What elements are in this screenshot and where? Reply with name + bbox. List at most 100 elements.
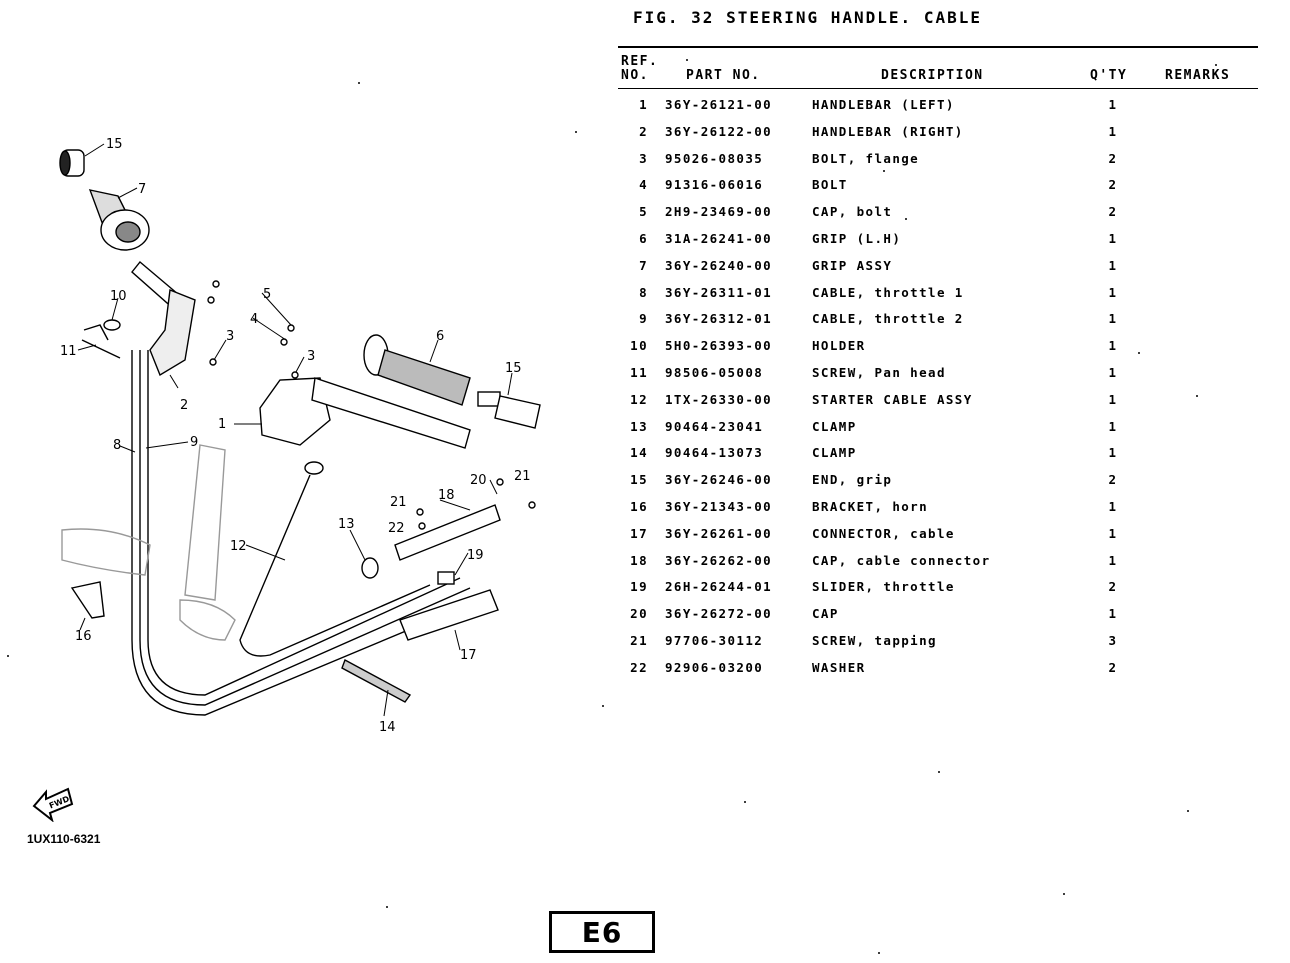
description: END, grip bbox=[812, 472, 893, 488]
table-row: 18 36Y-26262-00 CAP, cable connector 1 bbox=[618, 547, 1258, 574]
ref-no: 22 bbox=[630, 659, 648, 675]
description: GRIP (L.H) bbox=[812, 230, 902, 246]
quantity: 1 bbox=[1108, 498, 1118, 514]
table-row: 13 90464-23041 CLAMP 1 bbox=[618, 413, 1258, 440]
ref-no: 10 bbox=[630, 338, 648, 354]
starter-cable-illustration bbox=[239, 461, 431, 657]
callout-3-upper: 3 bbox=[226, 329, 234, 344]
scan-speck bbox=[1138, 352, 1140, 354]
quantity: 2 bbox=[1108, 472, 1118, 488]
part-no: 36Y-26272-00 bbox=[665, 606, 773, 622]
callout-11: 11 bbox=[60, 344, 77, 359]
callout-6: 6 bbox=[436, 329, 444, 344]
ref-no: 13 bbox=[630, 418, 648, 434]
quantity: 2 bbox=[1108, 150, 1118, 166]
grip-assy-illustration bbox=[88, 189, 150, 251]
quantity: 1 bbox=[1108, 552, 1118, 568]
quantity: 1 bbox=[1108, 257, 1118, 273]
part-no: 91316-06016 bbox=[665, 177, 764, 193]
callout-10: 10 bbox=[110, 289, 127, 304]
parts-table: 1 36Y-26121-00 HANDLEBAR (LEFT) 1 2 36Y-… bbox=[618, 91, 1258, 681]
ref-no: 1 bbox=[639, 97, 648, 112]
description: CLAMP bbox=[812, 445, 857, 461]
exploded-parts-diagram: 15 7 5 10 4 3 6 11 3 15 2 1 8 9 20 21 18… bbox=[59, 137, 541, 735]
scan-speck bbox=[744, 801, 746, 803]
callout-2: 2 bbox=[180, 398, 188, 413]
description: CLAMP bbox=[812, 418, 857, 434]
drawing-code: 1UX110-6321 bbox=[27, 832, 101, 846]
table-row: 17 36Y-26261-00 CONNECTOR, cable 1 bbox=[618, 520, 1258, 547]
quantity: 2 bbox=[1108, 659, 1118, 675]
table-row: 6 31A-26241-00 GRIP (L.H) 1 bbox=[618, 225, 1258, 252]
table-row: 15 36Y-26246-00 END, grip 2 bbox=[618, 466, 1258, 493]
scan-speck bbox=[905, 218, 907, 220]
description: CABLE, throttle 1 bbox=[812, 284, 964, 300]
part-no: 36Y-26246-00 bbox=[665, 472, 773, 488]
table-row: 20 36Y-26272-00 CAP 1 bbox=[618, 600, 1258, 627]
part-no: 90464-13073 bbox=[665, 445, 764, 461]
callout-14: 14 bbox=[379, 720, 396, 735]
header-ref-line2: NO. bbox=[621, 68, 649, 83]
description: HANDLEBAR (LEFT) bbox=[812, 97, 955, 112]
grip-right-illustration bbox=[363, 334, 471, 406]
quantity: 2 bbox=[1108, 579, 1118, 595]
quantity: 1 bbox=[1108, 230, 1118, 246]
quantity: 1 bbox=[1108, 311, 1118, 327]
table-row: 8 36Y-26311-01 CABLE, throttle 1 1 bbox=[618, 279, 1258, 306]
table-row: 21 97706-30112 SCREW, tapping 3 bbox=[618, 627, 1258, 654]
table-row: 1 36Y-26121-00 HANDLEBAR (LEFT) 1 bbox=[618, 91, 1258, 118]
table-header-rule bbox=[618, 88, 1258, 89]
table-row: 9 36Y-26312-01 CABLE, throttle 2 1 bbox=[618, 305, 1258, 332]
ref-no: 3 bbox=[639, 150, 648, 166]
ref-no: 19 bbox=[630, 579, 648, 595]
scan-speck bbox=[602, 705, 604, 707]
ref-no: 11 bbox=[630, 364, 648, 380]
table-row: 11 98506-05008 SCREW, Pan head 1 bbox=[618, 359, 1258, 386]
table-row: 5 2H9-23469-00 CAP, bolt 2 bbox=[618, 198, 1258, 225]
description: SCREW, tapping bbox=[812, 632, 937, 648]
description: CAP, bolt bbox=[812, 204, 893, 220]
ref-no: 15 bbox=[630, 472, 648, 488]
quantity: 1 bbox=[1108, 525, 1118, 541]
callout-15-right: 15 bbox=[505, 361, 522, 376]
quantity: 2 bbox=[1108, 204, 1118, 220]
part-no: 31A-26241-00 bbox=[665, 230, 773, 246]
part-no: 36Y-26262-00 bbox=[665, 552, 773, 568]
fasteners-illustration bbox=[207, 280, 536, 530]
scan-speck bbox=[938, 771, 940, 773]
callout-13: 13 bbox=[338, 517, 355, 532]
callout-12: 12 bbox=[230, 539, 247, 554]
quantity: 1 bbox=[1108, 284, 1118, 300]
callout-9: 9 bbox=[190, 435, 198, 450]
table-row: 3 95026-08035 BOLT, flange 2 bbox=[618, 145, 1258, 172]
quantity: 1 bbox=[1108, 364, 1118, 380]
header-qty: Q'TY bbox=[1090, 68, 1128, 83]
figure-title: FIG. 32 STEERING HANDLE. CABLE bbox=[633, 8, 982, 27]
part-no: 36Y-26312-01 bbox=[665, 311, 773, 327]
table-row: 16 36Y-21343-00 BRACKET, horn 1 bbox=[618, 493, 1258, 520]
callout-16: 16 bbox=[75, 629, 92, 644]
part-no: 26H-26244-01 bbox=[665, 579, 773, 595]
table-row: 7 36Y-26240-00 GRIP ASSY 1 bbox=[618, 252, 1258, 279]
table-row: 14 90464-13073 CLAMP 1 bbox=[618, 439, 1258, 466]
callout-3-lower: 3 bbox=[307, 349, 315, 364]
callout-8: 8 bbox=[113, 438, 121, 453]
page-tag: E6 bbox=[549, 911, 655, 953]
slider-illustration bbox=[437, 571, 455, 585]
description: BOLT bbox=[812, 177, 848, 193]
handlebar-left-illustration bbox=[131, 261, 196, 377]
table-row: 12 1TX-26330-00 STARTER CABLE ASSY 1 bbox=[618, 386, 1258, 413]
header-part-no: PART NO. bbox=[686, 68, 761, 83]
description: WASHER bbox=[812, 659, 866, 675]
ref-no: 20 bbox=[630, 606, 648, 622]
table-top-rule bbox=[618, 46, 1258, 48]
frame-outline-illustration bbox=[61, 444, 236, 641]
ref-no: 18 bbox=[630, 552, 648, 568]
handlebar-right-illustration bbox=[259, 377, 471, 449]
quantity: 1 bbox=[1108, 123, 1118, 139]
scan-speck bbox=[1215, 64, 1217, 66]
scan-speck bbox=[1187, 810, 1189, 812]
callout-20: 20 bbox=[470, 473, 487, 488]
part-no: 36Y-26311-01 bbox=[665, 284, 773, 300]
callout-21-right: 21 bbox=[514, 469, 531, 484]
